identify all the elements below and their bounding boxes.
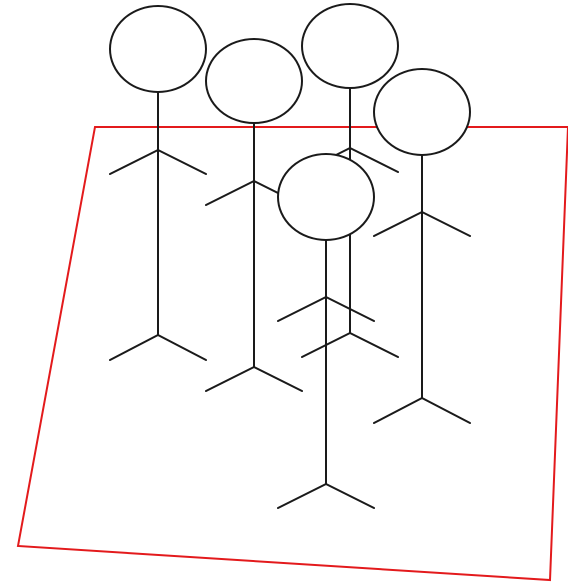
figure-left-arm [110, 150, 158, 174]
figure-right-leg [422, 398, 470, 423]
figure-head [302, 4, 398, 88]
figure-left-arm [374, 212, 422, 236]
figure-right-arm [158, 150, 206, 174]
figure-left-leg [206, 367, 254, 391]
stick-figure-5 [278, 154, 374, 508]
figure-right-leg [158, 335, 206, 360]
figure-head [110, 6, 206, 92]
figure-left-leg [278, 484, 326, 508]
figure-right-leg [254, 367, 302, 391]
figure-left-leg [110, 335, 158, 360]
figure-head [278, 154, 374, 240]
figure-head [374, 69, 470, 155]
stick-figure-1 [110, 6, 206, 360]
figure-head [206, 39, 302, 123]
figure-left-leg [374, 398, 422, 423]
figure-right-leg [350, 333, 398, 357]
stick-figure-4 [374, 69, 470, 423]
figure-left-arm [278, 297, 326, 321]
figure-right-arm [422, 212, 470, 236]
figure-right-leg [326, 484, 374, 508]
figure-left-arm [206, 181, 254, 205]
